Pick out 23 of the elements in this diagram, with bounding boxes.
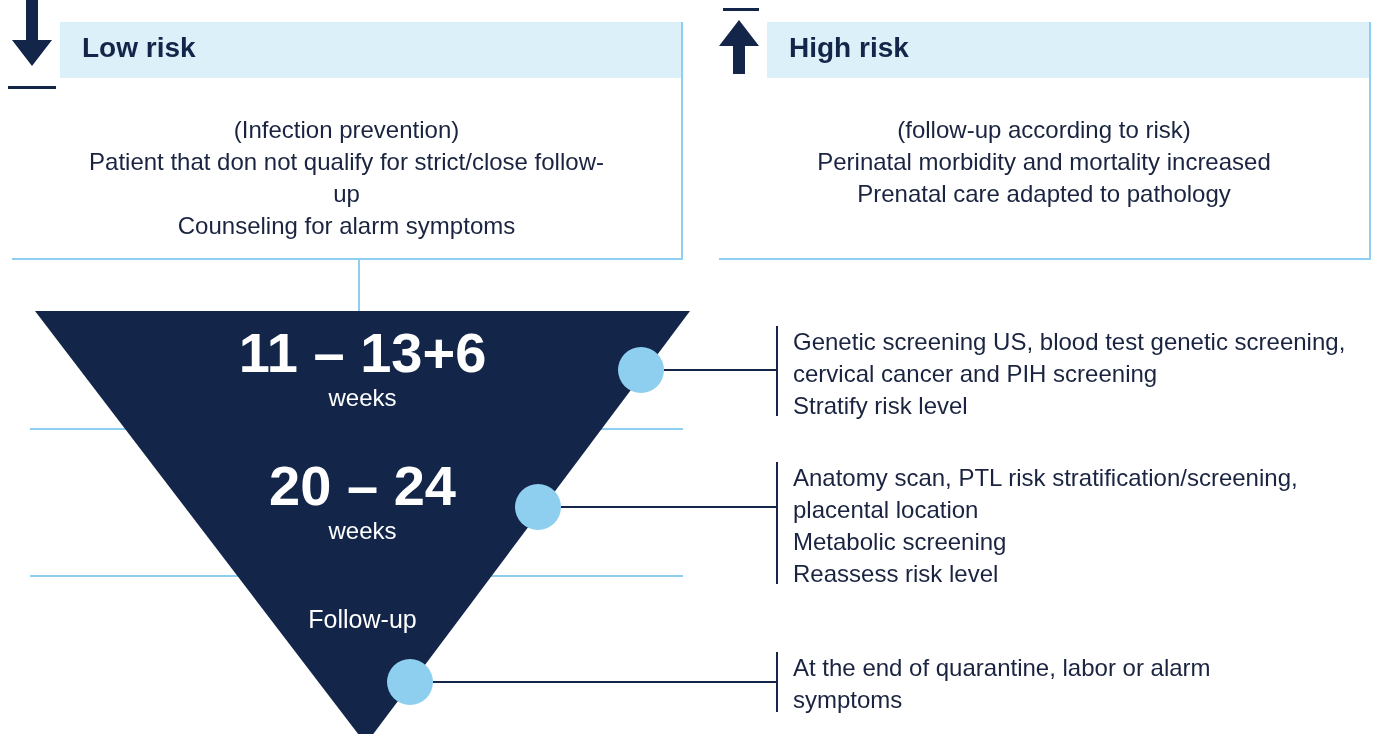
connector-line	[663, 369, 777, 371]
note-text: Stratify risk level	[793, 391, 969, 421]
panel-text: Patient that don not qualify for strict/close follow-up	[88, 147, 605, 209]
stage-range: 20 – 24	[268, 456, 457, 516]
note-text: Anatomy scan, PTL risk stratification/screening, placental location	[793, 463, 1299, 525]
note-text: At the end of quarantine, labor or alarm symptoms	[793, 653, 1212, 715]
panel-text: Prenatal care adapted to pathology	[856, 179, 1232, 209]
panel-heading: High risk	[789, 32, 909, 64]
panel-text: (Infection prevention)	[232, 115, 461, 145]
stage-label: Follow-up	[307, 604, 418, 635]
connector-line	[358, 259, 360, 312]
note-text: Genetic screening US, blood test genetic screening, cervical cancer and PIH screening	[793, 327, 1347, 389]
stage-unit: weeks	[327, 383, 398, 413]
stage-unit: weeks	[327, 516, 398, 546]
panel-heading: Low risk	[82, 32, 196, 64]
note-text: Reassess risk level	[793, 559, 1000, 589]
note-text: Metabolic screening	[793, 527, 1008, 557]
panel-text: Perinatal morbidity and mortality increased	[816, 147, 1272, 177]
panel-text: Counseling for alarm symptoms	[176, 211, 517, 241]
connector-line	[432, 681, 777, 683]
connector-line	[560, 506, 777, 508]
panel-text: (follow-up according to risk)	[896, 115, 1192, 145]
stage-range: 11 – 13+6	[237, 323, 488, 383]
